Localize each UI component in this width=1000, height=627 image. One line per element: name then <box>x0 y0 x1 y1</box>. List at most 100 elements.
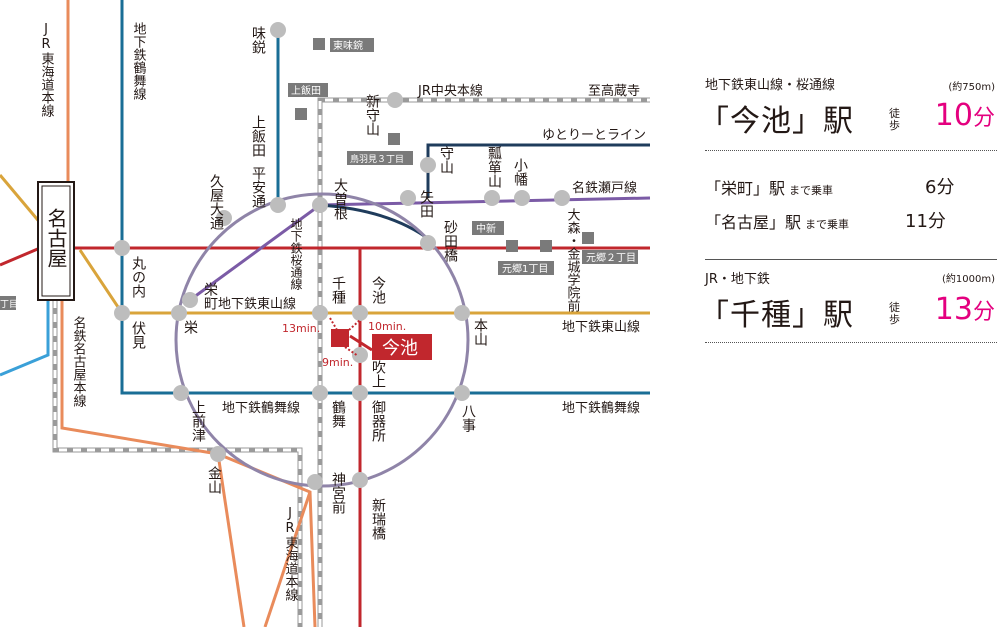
label-yutorito: ゆとりーとライン <box>542 128 646 143</box>
station-dot <box>352 385 368 401</box>
label-for-kozoji: 至高蔵寺 <box>588 83 640 99</box>
station-dots <box>114 22 570 490</box>
station-yagoto: 八事 <box>460 404 476 432</box>
line-labels: JR東海道本線 地下鉄鶴舞線 JR中央本線 至高蔵寺 ゆとりーとライン 名鉄瀬戸… <box>39 22 647 601</box>
chikusa-access-block: JR・地下鉄 (約1000m) 「千種」駅 徒歩 13分 <box>699 260 997 342</box>
landmarks: 東味鋺 上飯田 鳥羽見３丁目 中新 元郷1丁目 元郷２丁目 丁目 <box>0 38 638 310</box>
station-dot <box>352 347 368 363</box>
station-dot <box>173 385 189 401</box>
station-dot <box>352 305 368 321</box>
landmark-motogo1: 元郷1丁目 <box>502 263 548 275</box>
station-dot <box>312 197 328 213</box>
station-dot <box>270 197 286 213</box>
imaike-walk-label: 徒歩 <box>889 107 900 132</box>
imaike-label: 今池 <box>382 338 418 359</box>
station-fukiage: 吹上 <box>370 360 386 388</box>
station-dot <box>270 22 286 38</box>
nagoya-station-box: 名古屋 <box>37 181 75 301</box>
station-sakaemachi: 栄町 <box>202 282 218 310</box>
station-dot <box>420 157 436 173</box>
station-nagoya: 名古屋 <box>44 208 68 268</box>
label-tsurumai-right: 地下鉄鶴舞線 <box>562 400 640 416</box>
station-dot <box>352 472 368 488</box>
station-names: 味鋭 上飯田 平安通 久屋大通 丸の内 伏見 栄 栄町 新守山 大曽根 守山 矢… <box>130 26 580 540</box>
station-omori: 大森・金城学院前 <box>565 208 581 312</box>
imaike-distance: (約750m) <box>948 82 995 93</box>
station-heian-dori: 平安通 <box>250 166 266 209</box>
station-dot <box>114 240 130 256</box>
landmark-motogo2: 元郷２丁目 <box>586 252 636 264</box>
label-jr-tokaido-lower: JR東海道本線 <box>283 506 299 601</box>
chikusa-station-name: 「千種」駅 <box>699 298 854 333</box>
station-dot <box>387 92 403 108</box>
ride-time-nagoya: 11分 <box>905 211 946 232</box>
station-dot <box>454 305 470 321</box>
ride-time-sakaemachi: 6分 <box>925 177 955 198</box>
station-yada: 矢田 <box>418 190 434 218</box>
station-ajiyoshi: 味鋭 <box>250 26 266 55</box>
imaike-walk-time: 10分 <box>934 98 995 133</box>
station-dot <box>514 190 530 206</box>
station-dot <box>454 385 470 401</box>
station-hisaya-odori: 久屋大通 <box>208 174 224 231</box>
station-fushimi: 伏見 <box>130 321 146 350</box>
station-tsurumai: 鶴舞 <box>330 399 346 428</box>
station-dot <box>216 210 232 226</box>
divider <box>705 259 997 260</box>
chikusa-walk-time: 13分 <box>934 292 995 327</box>
landmark-toriba: 鳥羽見３丁目 <box>350 153 404 165</box>
station-jingu-mae: 神宮前 <box>330 472 346 515</box>
imaike-station-name: 「今池」駅 <box>699 104 854 139</box>
ride-row-nagoya: 「名古屋」駅まで乗車 <box>705 213 850 232</box>
time-chikusa: 13min. <box>282 322 320 335</box>
access-info-panel: 地下鉄東山線・桜通線 (約750m) 「今池」駅 徒歩 10分 「栄町」駅まで乗… <box>699 72 997 343</box>
station-kanayama: 金山 <box>206 466 222 494</box>
line-tsurumai <box>120 0 650 395</box>
line-higashiyama <box>0 174 44 226</box>
station-sakae: 栄 <box>182 320 198 334</box>
label-higashiyama-right: 地下鉄東山線 <box>562 319 640 335</box>
station-dot <box>171 305 187 321</box>
route-map: 名古屋 今池 13min <box>0 0 651 627</box>
label-tsurumai-inner: 地下鉄鶴舞線 <box>222 400 300 416</box>
station-moriyama: 守山 <box>438 146 454 174</box>
landmark-higashi-ajiyoshi: 東味鋺 <box>333 39 363 52</box>
station-dot <box>484 190 500 206</box>
landmark-kamiiida: 上飯田 <box>291 84 321 97</box>
station-shin-mizuho: 新瑞橋 <box>370 498 386 540</box>
station-dot <box>312 385 328 401</box>
label-meitetsu-nagoya: 名鉄名古屋本線 <box>71 315 87 407</box>
station-imaike: 今池 <box>370 276 386 304</box>
station-obata: 小幡 <box>512 158 528 186</box>
divider <box>705 342 997 343</box>
imaike-line-name: 地下鉄東山線・桜通線 <box>705 78 836 93</box>
chikusa-line-name: JR・地下鉄 <box>705 272 770 287</box>
chikusa-distance: (約1000m) <box>942 274 995 285</box>
station-gokiso: 御器所 <box>370 400 386 442</box>
divider <box>705 150 997 151</box>
station-marunouchi: 丸の内 <box>130 256 146 299</box>
line-meijo-loop <box>174 192 470 488</box>
station-chikusa: 千種 <box>330 276 346 304</box>
ride-row-sakaemachi: 「栄町」駅まで乗車 <box>705 179 834 198</box>
label-higashiyama-upper: 地下鉄東山線 <box>218 296 296 312</box>
time-fukiage: 9min. <box>322 356 353 369</box>
station-dot <box>307 474 323 490</box>
station-dot <box>420 235 436 251</box>
imaike-highlight: 今池 13min. 10min. 9min. <box>282 317 432 369</box>
label-jr-chuo: JR中央本線 <box>417 83 483 99</box>
station-dot <box>554 190 570 206</box>
label-tsurumai: 地下鉄鶴舞線 <box>131 22 147 100</box>
station-motoyama: 本山 <box>472 318 488 346</box>
station-dot <box>114 305 130 321</box>
station-dot <box>182 292 198 308</box>
imaike-access-block: 地下鉄東山線・桜通線 (約750m) 「今池」駅 徒歩 10分 <box>699 72 997 150</box>
station-kamiiida: 上飯田 <box>250 115 266 157</box>
landmark-edge: 丁目 <box>0 299 18 310</box>
landmark-nakashin: 中新 <box>476 222 496 235</box>
station-dot <box>312 305 328 321</box>
station-hisagoyama: 瓢箪山 <box>486 146 502 188</box>
station-ozone: 大曽根 <box>332 178 348 220</box>
station-dot <box>400 190 416 206</box>
chikusa-walk-label: 徒歩 <box>889 301 900 326</box>
